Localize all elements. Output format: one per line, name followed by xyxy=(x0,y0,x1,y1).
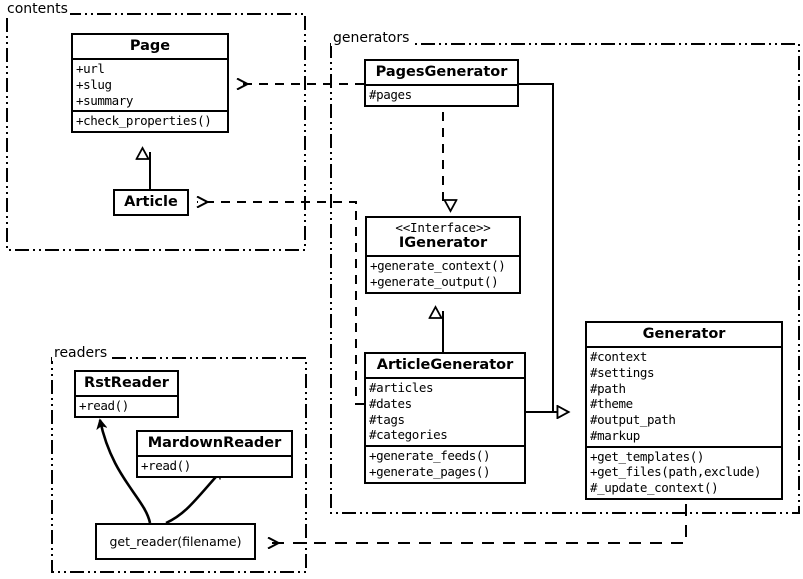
class-generator[interactable]: Generator #context #settings #path #them… xyxy=(585,321,783,500)
function-node-get-reader[interactable]: get_reader(filename) xyxy=(95,523,256,560)
class-articlegenerator-title: ArticleGenerator xyxy=(376,357,514,373)
class-igenerator-methods: +generate_context() +generate_output() xyxy=(367,255,519,292)
method: +check_properties() xyxy=(76,113,212,129)
method: #_update_context() xyxy=(590,480,719,496)
method: +generate_output() xyxy=(370,273,499,289)
attribute: #output_path xyxy=(590,412,676,428)
edge-pagesgenerator-to-generator xyxy=(519,83,569,412)
method: +generate_context() xyxy=(370,258,506,274)
attribute: #articles xyxy=(369,380,434,396)
attribute: #context xyxy=(590,349,648,365)
class-pagesgenerator-title: PagesGenerator xyxy=(375,64,508,80)
class-pagesgenerator-attributes: #pages xyxy=(366,84,517,105)
class-pagesgenerator[interactable]: PagesGenerator #pages xyxy=(364,59,519,107)
class-igenerator-stereotype: <<Interface>> xyxy=(395,220,491,235)
package-label-contents: contents xyxy=(5,1,70,17)
attribute: +url xyxy=(76,61,105,77)
class-page-title: Page xyxy=(129,38,171,54)
attribute: #pages xyxy=(369,87,412,103)
method: +read() xyxy=(141,458,191,474)
class-rstreader-title: RstReader xyxy=(84,375,169,391)
class-article[interactable]: Article xyxy=(113,189,189,217)
attribute: #categories xyxy=(369,427,448,443)
class-articlegenerator-attributes: #articles #dates #tags #categories xyxy=(366,377,524,445)
class-rstreader-methods: +read() xyxy=(76,395,177,416)
package-label-readers: readers xyxy=(52,345,110,361)
class-page-attributes: +url +slug +summary xyxy=(73,58,227,110)
edge-articlegenerator-to-article xyxy=(197,202,364,405)
attribute: +summary xyxy=(76,92,134,108)
class-articlegenerator[interactable]: ArticleGenerator #articles #dates #tags … xyxy=(364,352,526,484)
attribute: #settings xyxy=(590,364,655,380)
edge-generator-to-get-reader xyxy=(268,504,687,543)
attribute: +slug xyxy=(76,76,112,92)
method: +get_files(path,exclude) xyxy=(590,464,762,480)
class-page-methods: +check_properties() xyxy=(73,110,227,131)
method: +generate_pages() xyxy=(369,463,491,479)
method: +read() xyxy=(79,398,129,414)
class-mardownreader-title: MardownReader xyxy=(147,435,282,451)
class-generator-methods: +get_templates() +get_files(path,exclude… xyxy=(587,445,781,498)
class-igenerator[interactable]: <<Interface>> IGenerator +generate_conte… xyxy=(365,216,521,294)
class-article-title: Article xyxy=(124,194,178,210)
class-igenerator-name: IGenerator xyxy=(398,235,488,251)
method: +generate_feeds() xyxy=(369,448,491,464)
attribute: #tags xyxy=(369,411,405,427)
attribute: #markup xyxy=(590,427,640,443)
attribute: #path xyxy=(590,380,626,396)
class-igenerator-title: <<Interface>> IGenerator xyxy=(367,218,519,255)
class-generator-title: Generator xyxy=(642,326,726,342)
class-page[interactable]: Page +url +slug +summary +check_properti… xyxy=(71,33,229,134)
class-mardownreader[interactable]: MardownReader +read() xyxy=(136,430,293,478)
class-articlegenerator-methods: +generate_feeds() +generate_pages() xyxy=(366,445,524,482)
class-mardownreader-methods: +read() xyxy=(138,455,291,476)
class-rstreader[interactable]: RstReader +read() xyxy=(74,370,179,418)
attribute: #theme xyxy=(590,396,633,412)
class-generator-attributes: #context #settings #path #theme #output_… xyxy=(587,346,781,446)
method: +get_templates() xyxy=(590,448,705,464)
attribute: #dates xyxy=(369,395,412,411)
package-label-generators: generators xyxy=(331,30,412,46)
function-node-label: get_reader(filename) xyxy=(109,534,242,549)
